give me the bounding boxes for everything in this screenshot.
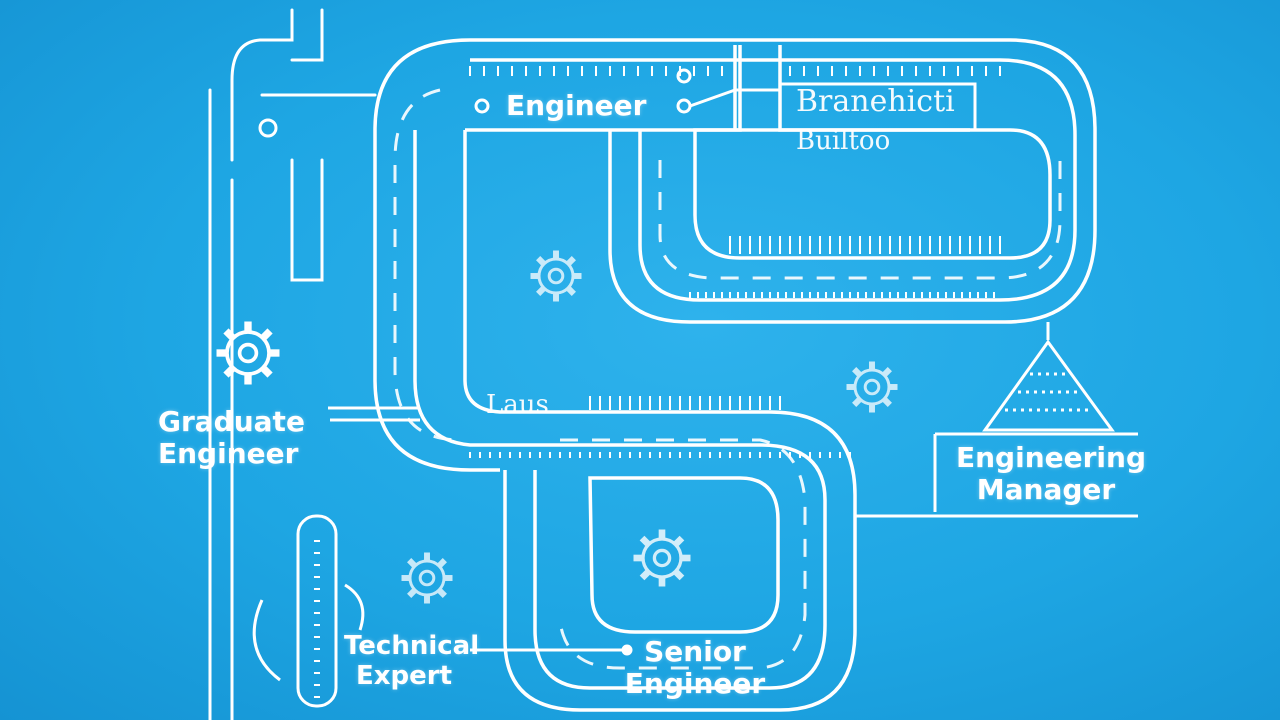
gear-icon-2 [531, 251, 582, 302]
stage-graduate-engineer: Graduate Engineer [158, 405, 305, 471]
pyramid-shape [982, 339, 1115, 432]
stage-manager-line1: Engineering [956, 441, 1146, 474]
stage-engineering-manager: Engineering Manager [956, 441, 1146, 507]
dashed-lane [393, 88, 1062, 670]
connectors [328, 68, 1138, 656]
gear-icon-1 [217, 322, 280, 385]
gear-icon-3 [847, 362, 898, 413]
stage-expert-line1: Technical [344, 631, 480, 661]
garbled-text-1: Branehicti [796, 84, 955, 119]
rail-ties [469, 66, 1001, 458]
stage-senior-line1: Senior [644, 635, 746, 668]
stage-expert-line2: Expert [355, 660, 453, 691]
serpentine-track [373, 38, 1097, 712]
pipe-shape [208, 8, 377, 720]
padlock-icon [252, 514, 365, 708]
stage-senior-line2: Engineer [624, 667, 766, 701]
stage-engineer: Engineer [506, 89, 647, 122]
gear-icon-4 [402, 553, 453, 604]
garbled-text-2: Builtoo [796, 126, 891, 156]
garbled-text-3: Laus [486, 390, 549, 420]
gear-icon-5 [634, 530, 691, 587]
stage-senior-engineer: Senior Engineer [620, 635, 770, 701]
stage-technical-expert: Technical Expert [344, 631, 480, 692]
stage-graduate-line2: Engineer [158, 437, 299, 471]
stage-manager-line2: Manager [976, 473, 1116, 507]
stage-graduate-line1: Graduate [158, 405, 305, 438]
